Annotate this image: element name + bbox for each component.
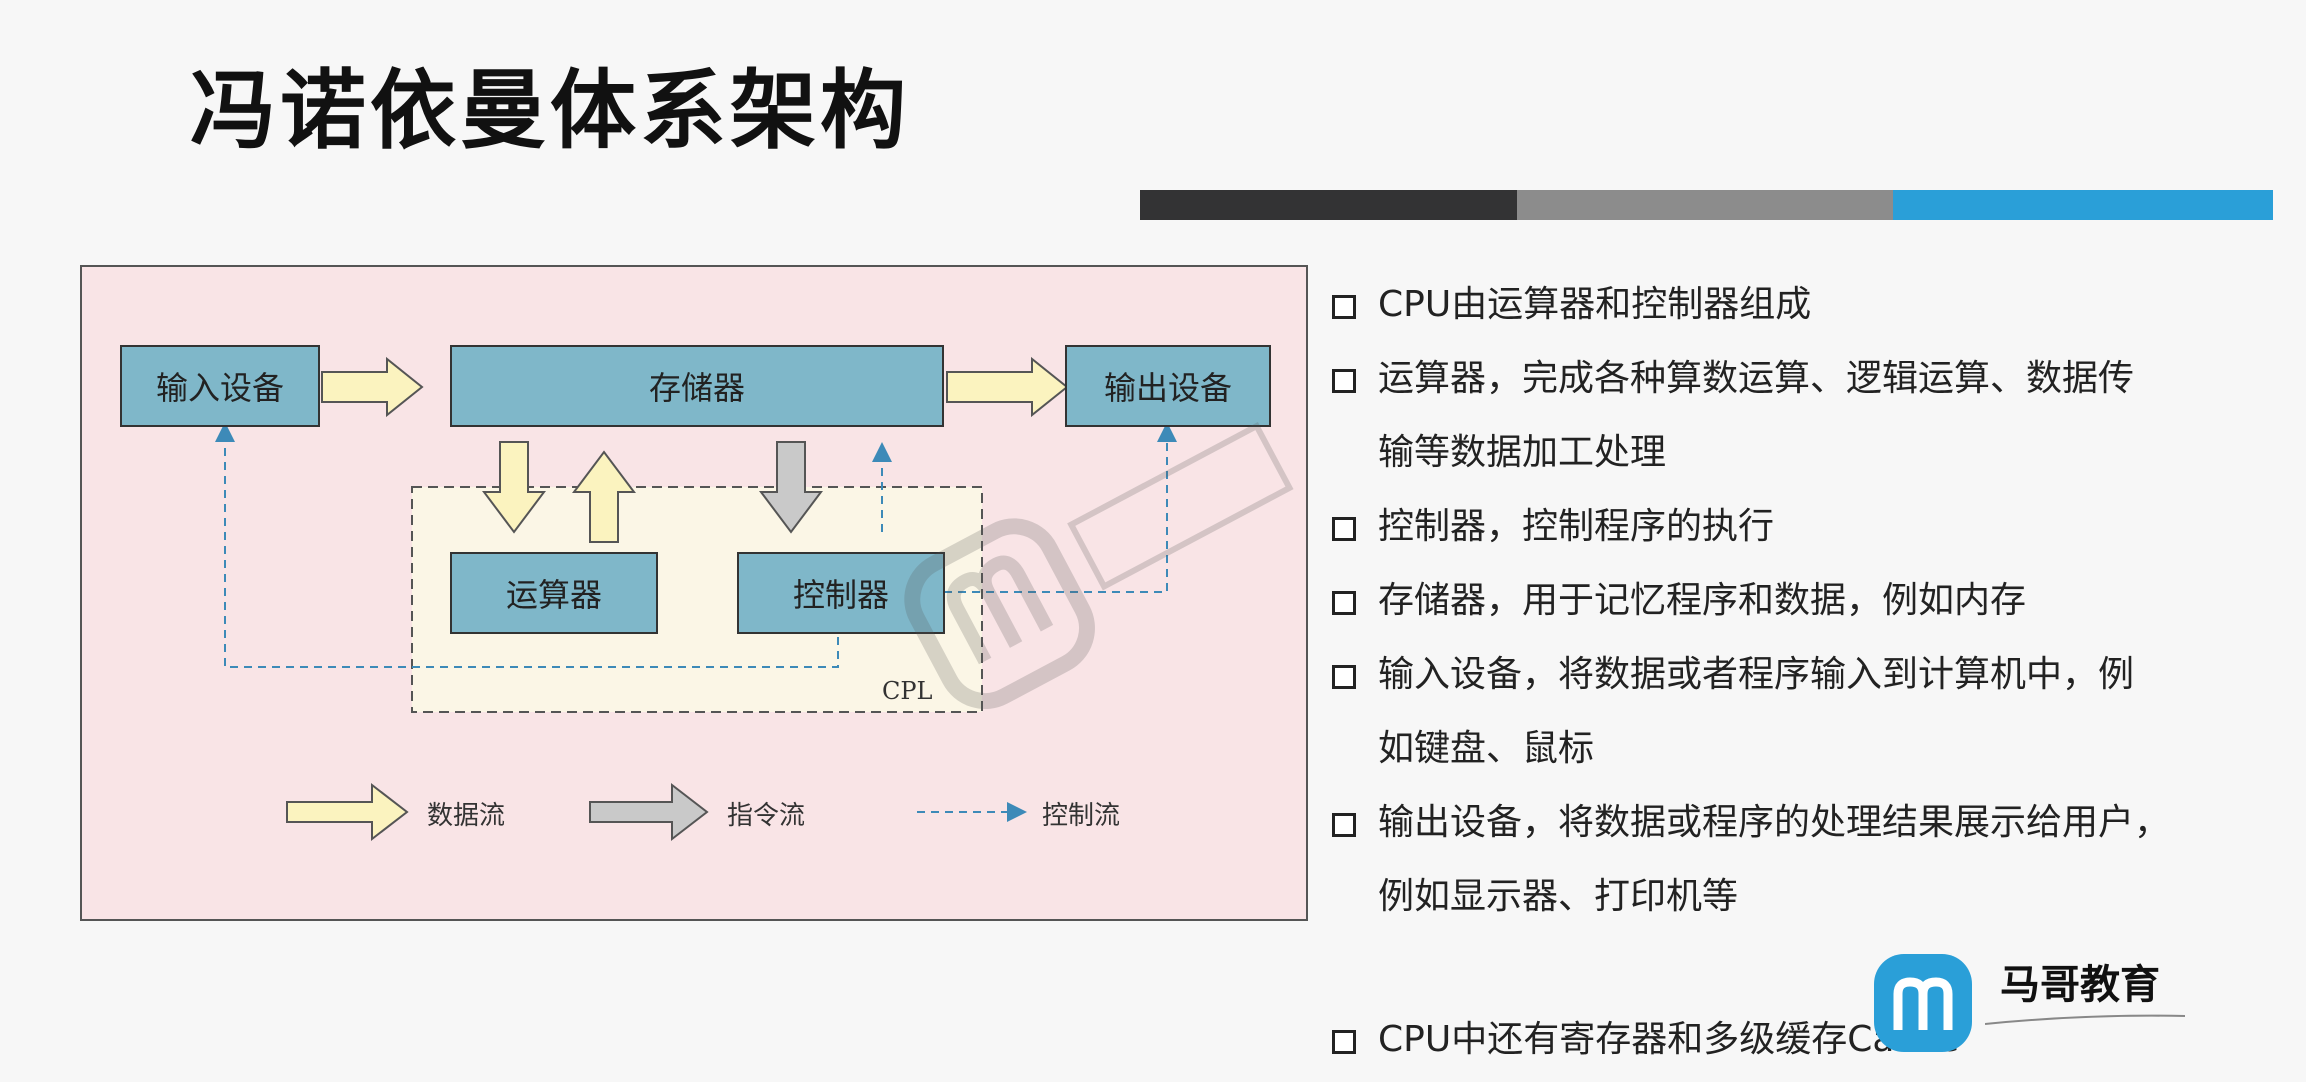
bullet-continuation: 输等数据加工处理: [1378, 432, 1667, 473]
checkbox-bullet-icon: [1332, 665, 1356, 689]
data-arrow-memory-alu: [482, 441, 546, 534]
checkbox-bullet-icon: [1332, 1030, 1356, 1054]
legend-instruction-arrow: [589, 782, 709, 842]
bullet-item-cache: CPU中还有寄存器和多级缓存Cache: [1330, 1010, 2278, 1070]
control-line-to-output: [944, 422, 1177, 593]
checkbox-bullet-icon: [1332, 517, 1356, 541]
title-bar-dark: [1140, 190, 1517, 220]
legend-data-arrow: [286, 782, 409, 842]
checkbox-bullet-icon: [1332, 813, 1356, 837]
bullet-item: 输出设备，将数据或程序的处理结果展示给用户，: [1330, 786, 2290, 860]
watermark-logo-icon: [904, 422, 1294, 710]
cpu-label: CPL: [882, 677, 933, 705]
m-logo-icon: [1874, 954, 1972, 1052]
bullet-list: CPU由运算器和控制器组成 运算器，完成各种算数运算、逻辑运算、数据传 输等数据…: [1330, 268, 2290, 934]
input-device-box: 输入设备: [120, 345, 320, 427]
memory-box: 存储器: [450, 345, 944, 427]
bullet-item: CPU由运算器和控制器组成: [1330, 268, 2290, 342]
bullet-item: 运算器，完成各种算数运算、逻辑运算、数据传: [1330, 342, 2290, 416]
bullet-continuation: 例如显示器、打印机等: [1378, 876, 1739, 917]
legend-instruction-flow-label: 指令流: [727, 801, 806, 831]
output-device-box: 输出设备: [1065, 345, 1271, 427]
alu-box: 运算器: [450, 552, 658, 634]
checkbox-bullet-icon: [1332, 369, 1356, 393]
data-arrow-alu-memory: [572, 450, 636, 543]
slide-title: 冯诺依曼体系架构: [190, 61, 910, 161]
legend-control-flow-label: 控制流: [1042, 801, 1121, 831]
von-neumann-diagram: 输入设备 存储器 输出设备 运算器 控制器 CPL 数据流 指令流 控制流: [80, 265, 1308, 921]
title-bar-blue: [1893, 190, 2273, 220]
checkbox-bullet-icon: [1332, 591, 1356, 615]
diagram-arrows: [215, 356, 1177, 842]
brand-name: 马哥教育: [2000, 962, 2160, 1008]
control-line-to-input: [215, 422, 839, 668]
bullet-item: 输入设备，将数据或者程序输入到计算机中，例: [1330, 638, 2290, 712]
bullet-item: 存储器，用于记忆程序和数据，例如内存: [1330, 564, 2290, 638]
bullet-item: 控制器，控制程序的执行: [1330, 490, 2290, 564]
legend-data-flow-label: 数据流: [427, 801, 506, 831]
instruction-arrow-memory-controller: [759, 441, 823, 534]
title-bar-gray: [1517, 190, 1893, 220]
data-arrow-input-memory: [321, 356, 424, 418]
brand-tagline-swoosh: [1985, 1014, 2185, 1025]
data-arrow-memory-output: [946, 356, 1069, 418]
checkbox-bullet-icon: [1332, 295, 1356, 319]
controller-box: 控制器: [737, 552, 945, 634]
bullet-continuation: 如键盘、鼠标: [1378, 728, 1595, 769]
